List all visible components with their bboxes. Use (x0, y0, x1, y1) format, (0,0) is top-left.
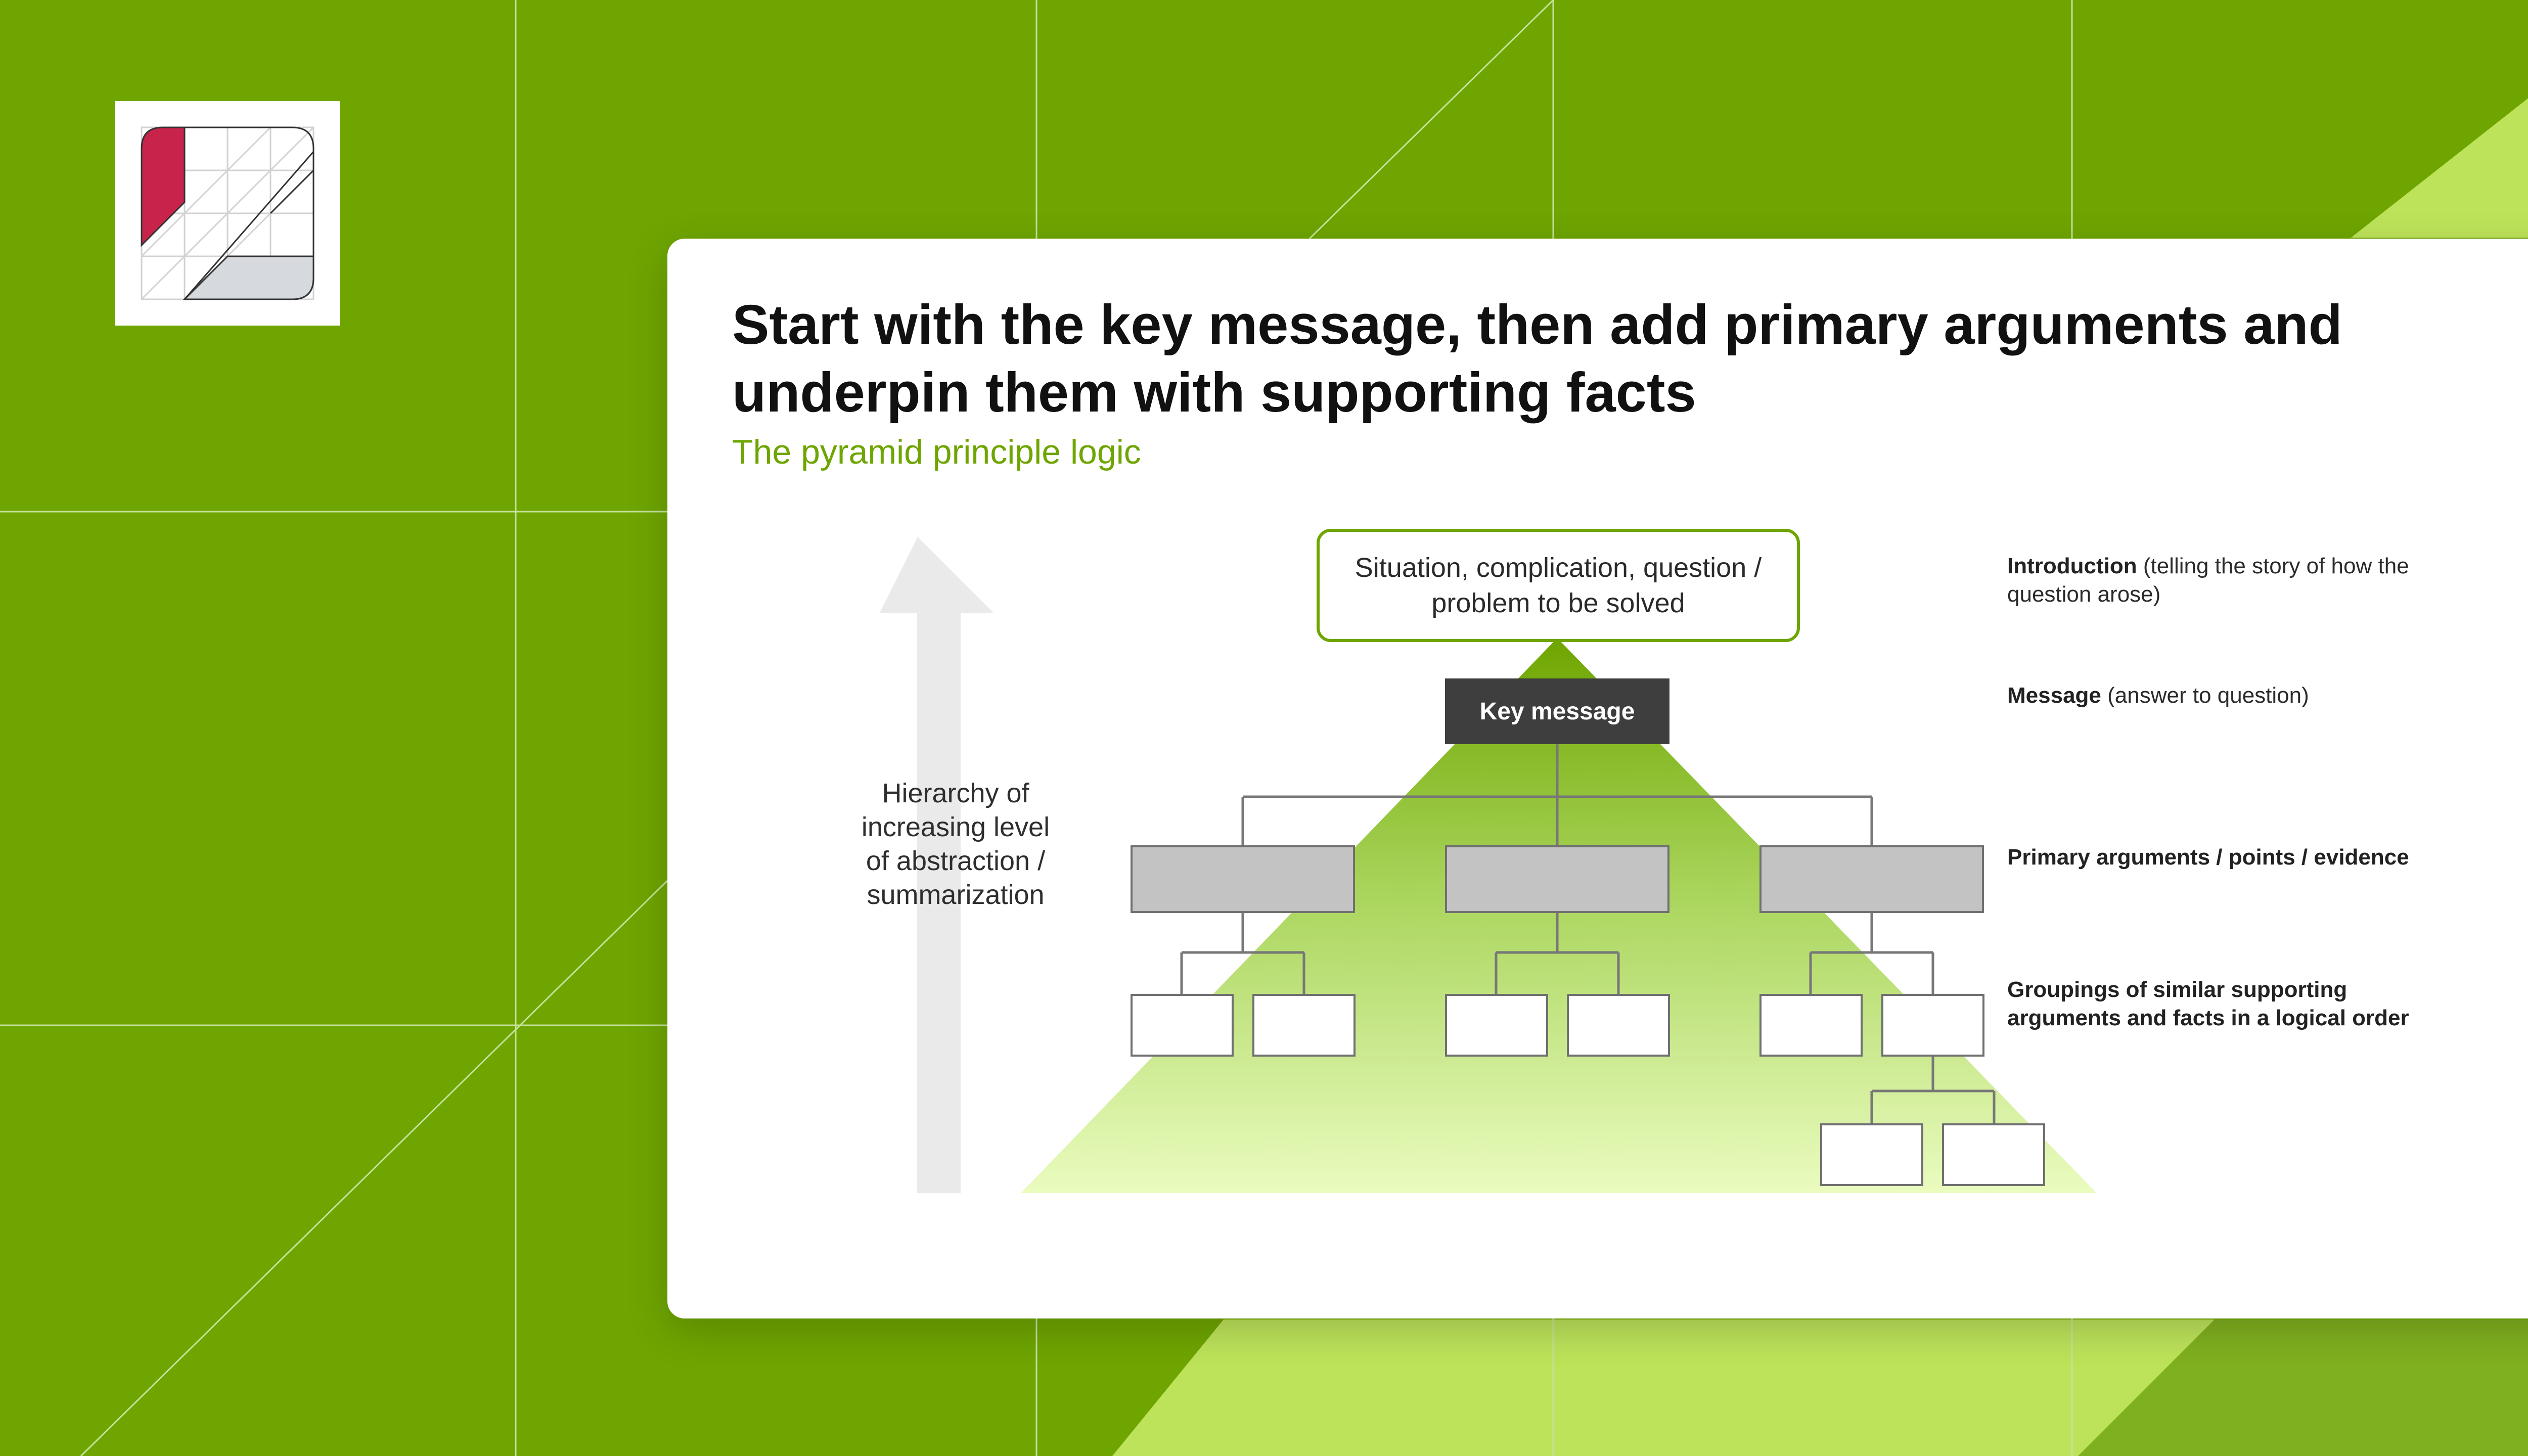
fact-box (1759, 994, 1863, 1057)
argument-box (1759, 845, 1984, 913)
key-message-box: Key message (1445, 678, 1669, 744)
message-bold: Message (2007, 683, 2101, 708)
fact-box (1942, 1123, 2045, 1186)
fact-box (1252, 994, 1356, 1057)
slide-card: Start with the key message, then add pri… (667, 239, 2528, 1318)
introduction-bold: Introduction (2007, 554, 2137, 578)
supporting-fact-boxes (1131, 994, 2045, 1186)
fact-box (1567, 994, 1670, 1057)
fact-box (1445, 994, 1548, 1057)
argument-box (1445, 845, 1669, 913)
situation-text: Situation, complication, question / prob… (1355, 553, 1762, 618)
primary-description: Primary arguments / points / evidence (2007, 843, 2462, 872)
groupings-description: Groupings of similar supporting argument… (2007, 976, 2462, 1032)
primary-text: Primary arguments / points / evidence (2007, 845, 2409, 870)
logo-card (115, 101, 340, 326)
introduction-rest: (telling the story of how the question a… (2007, 554, 2409, 607)
situation-box: Situation, complication, question / prob… (1317, 529, 1800, 642)
fact-box (1881, 994, 1984, 1057)
primary-argument-boxes (1131, 845, 1984, 913)
pyramid-diagram (880, 537, 2097, 1193)
message-rest: (answer to question) (2101, 683, 2309, 708)
fact-box (1131, 994, 1234, 1057)
message-description: Message (answer to question) (2007, 681, 2462, 710)
slide-subtitle: The pyramid principle logic (732, 433, 1141, 471)
fact-box (1820, 1123, 1923, 1186)
key-message-text: Key message (1479, 698, 1635, 725)
argument-box (1131, 845, 1355, 913)
hierarchy-label: Hierarchy of increasing level of abstrac… (861, 778, 1050, 910)
up-arrow-icon (880, 537, 994, 1193)
grid-logo-icon (141, 126, 314, 300)
connector-lines (1180, 744, 1996, 1124)
introduction-description: Introduction (telling the story of how t… (2007, 552, 2462, 609)
slide-title: Start with the key message, then add pri… (732, 294, 2342, 424)
groupings-text: Groupings of similar supporting argument… (2007, 977, 2409, 1030)
